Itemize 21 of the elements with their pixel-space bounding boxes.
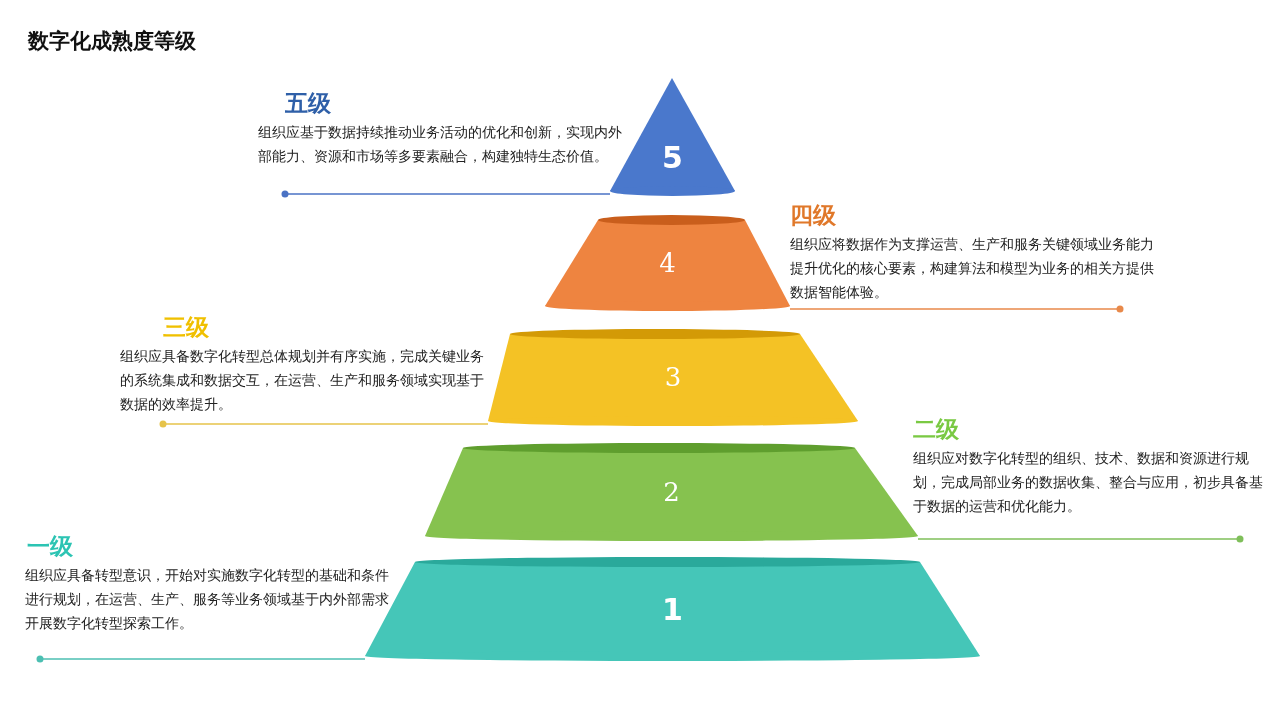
level-description: 组织应基于数据持续推动业务活动的优化和创新，实现内外部能力、资源和市场等多要素融合，构建独特生态价值。 — [258, 123, 623, 166]
leader-line — [281, 190, 611, 198]
leader-line — [789, 305, 1124, 313]
level-heading: 二级 — [913, 415, 960, 444]
level-number: 2 — [663, 475, 680, 509]
level-description: 组织应具备转型意识，开始对实施数字化转型的基础和条件进行规划，在运营、生产、服务等业务领域基于内外部需求开展数字化转型探索工作。 — [25, 566, 390, 633]
level-description: 组织应对数字化转型的组织、技术、数据和资源进行规划，完成局部业务的数据收集、整合与应用，初步具备基于数据的运营和优化能力。 — [913, 449, 1264, 516]
level-description: 组织应具备数字化转型总体规划并有序实施，完成关键业务的系统集成和数据交互，在运营、生产和服务领域实现基于数据的效率提升。 — [120, 347, 485, 414]
level-number: 5 — [662, 139, 683, 177]
level-heading: 三级 — [163, 313, 210, 342]
leader-line — [36, 655, 366, 663]
level-number: 4 — [659, 246, 676, 280]
level-heading: 一级 — [27, 532, 74, 561]
level-heading: 四级 — [790, 201, 837, 230]
level-description: 组织应将数据作为支撑运营、生产和服务关键领域业务能力提升优化的核心要素，构建算法和模型为业务的相关方提供数据智能体验。 — [790, 235, 1155, 302]
leader-line — [159, 420, 489, 428]
level-heading: 五级 — [285, 89, 332, 118]
leader-line — [917, 535, 1244, 543]
title: 数字化成熟度等级 — [28, 28, 196, 55]
level-number: 1 — [662, 590, 683, 629]
level-number: 3 — [664, 361, 682, 394]
